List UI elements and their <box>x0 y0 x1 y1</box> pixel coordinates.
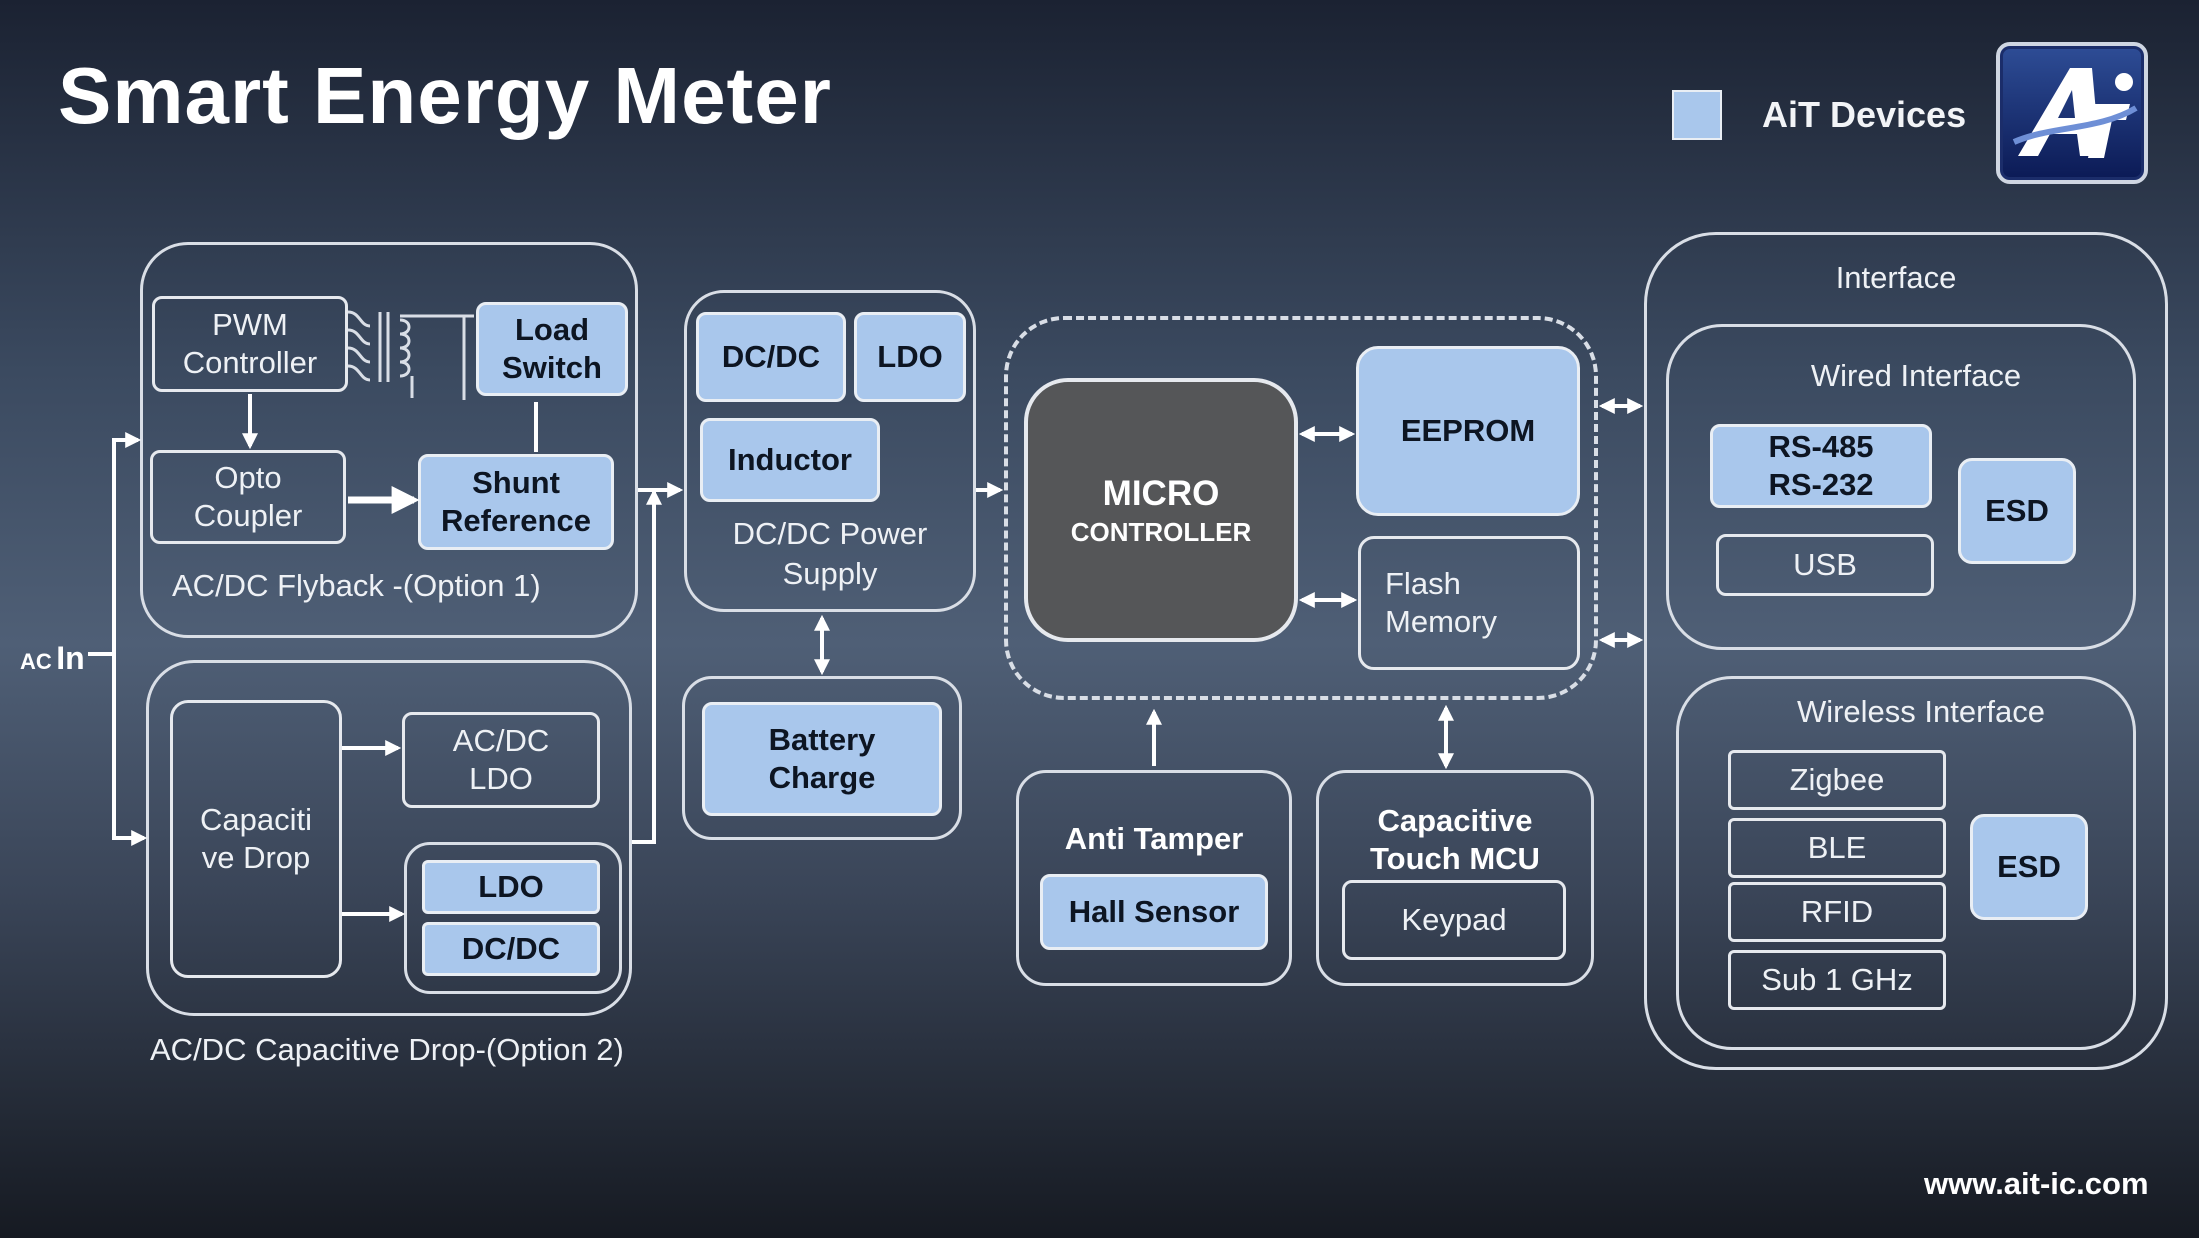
ldo-dcdc-group <box>404 842 622 994</box>
power-supply-group <box>684 290 976 612</box>
ac-in-prefix: AC <box>20 649 52 674</box>
touch-mcu-group <box>1316 770 1594 986</box>
flyback-label: AC/DC Flyback -(Option 1) <box>172 568 541 603</box>
wireless-esd-box: ESD <box>1970 814 2088 920</box>
controller-label: CONTROLLER <box>1070 517 1252 547</box>
opto-coupler-box: Opto Coupler <box>150 450 346 544</box>
interface-group <box>1644 232 2168 1070</box>
usb-box: USB <box>1716 534 1934 596</box>
anti-tamper-title: Anti Tamper <box>1064 821 1244 856</box>
sub1ghz-box: Sub 1 GHz <box>1728 950 1946 1010</box>
ble-box: BLE <box>1728 818 1946 878</box>
shunt-reference-box: Shunt Reference <box>418 454 614 550</box>
inductor-box: Inductor <box>700 418 880 502</box>
capacitive-label: AC/DC Capacitive Drop-(Option 2) <box>150 1032 624 1067</box>
eeprom-box: EEPROM <box>1356 346 1580 516</box>
zigbee-box: Zigbee <box>1728 750 1946 810</box>
wireless-interface-title: Wireless Interface <box>1796 694 2046 729</box>
page-title: Smart Energy Meter <box>58 51 832 140</box>
keypad-box: Keypad <box>1342 880 1566 960</box>
rs485-rs232-box: RS-485 RS-232 <box>1710 424 1932 508</box>
ac-in-suffix: In <box>56 640 85 676</box>
touch-mcu-title: Capacitive Touch MCU <box>1370 803 1540 876</box>
pwm-controller-box: PWM Controller <box>152 296 348 392</box>
wired-esd-box: ESD <box>1958 458 2076 564</box>
capacitive-group <box>146 660 632 1016</box>
website-url: www.ait-ic.com <box>1924 1166 2149 1201</box>
power-ldo-box: LDO <box>854 312 966 402</box>
interface-title: Interface <box>1835 260 1957 295</box>
wired-interface-group <box>1666 324 2136 650</box>
microcontroller-box: MICRO CONTROLLER <box>1024 378 1298 642</box>
legend-label: AiT Devices <box>1762 94 1967 135</box>
acdc-ldo-box: AC/DC LDO <box>402 712 600 808</box>
battery-group <box>682 676 962 840</box>
legend-swatch <box>1672 90 1722 140</box>
anti-tamper-group <box>1016 770 1292 986</box>
ac-in-label: AC In <box>20 640 85 677</box>
hall-sensor-box: Hall Sensor <box>1040 874 1268 950</box>
controller-cluster <box>1004 316 1598 700</box>
flash-memory-box: Flash Memory <box>1358 536 1580 670</box>
dcdc-box: DC/DC <box>422 922 600 976</box>
wired-interface-title: Wired Interface <box>1810 358 2022 393</box>
power-supply-label: DC/DC Power Supply <box>732 516 928 591</box>
ait-logo-icon <box>1996 42 2148 184</box>
ldo-box: LDO <box>422 860 600 914</box>
battery-charge-box: Battery Charge <box>702 702 942 816</box>
wireless-interface-group <box>1676 676 2136 1050</box>
capacitive-drop-box: Capaciti ve Drop <box>170 700 342 978</box>
load-switch-box: Load Switch <box>476 302 628 396</box>
rfid-box: RFID <box>1728 882 1946 942</box>
flyback-group <box>140 242 638 638</box>
micro-label: MICRO <box>1102 474 1220 513</box>
power-dcdc-box: DC/DC <box>696 312 846 402</box>
